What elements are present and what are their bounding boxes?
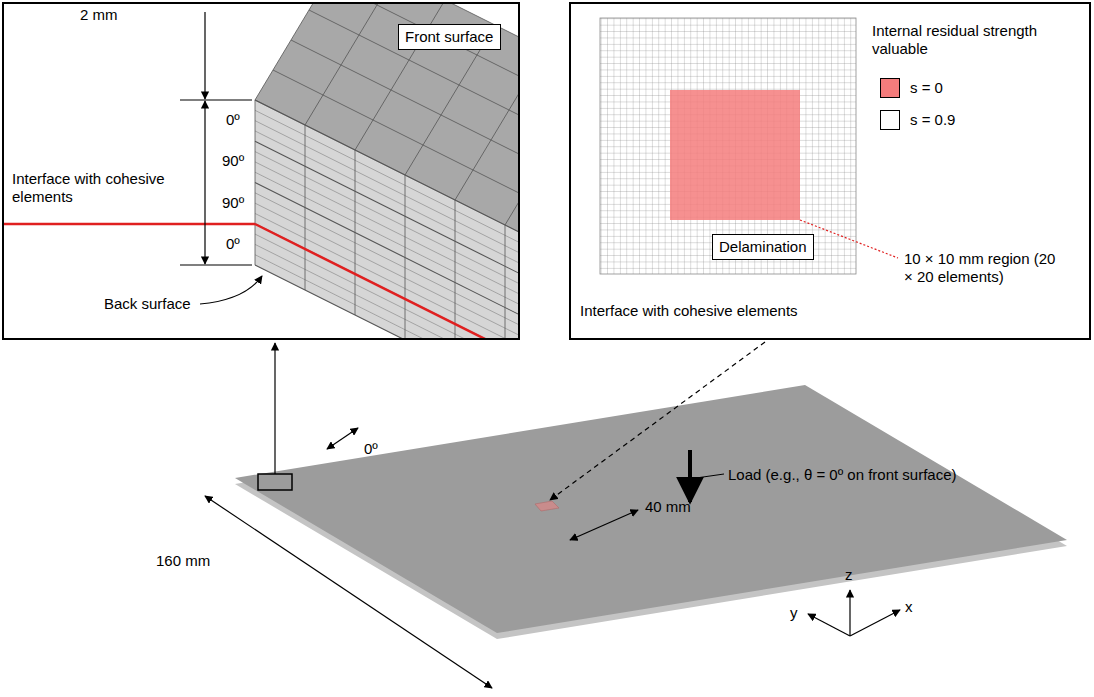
detail-box	[258, 474, 292, 490]
legend-swatch	[880, 110, 900, 130]
dimension-arrow	[570, 510, 638, 540]
mesh-line	[255, 162, 518, 338]
label: 40 mm	[645, 498, 691, 516]
mesh-line	[255, 193, 518, 338]
label-box: Front surface	[398, 24, 501, 50]
label: 160 mm	[156, 552, 210, 570]
label: 10 × 10 mm region (20 × 20 elements)	[904, 250, 1056, 286]
interface-line	[4, 223, 255, 226]
mesh-line	[255, 203, 518, 338]
mesh-line	[255, 244, 518, 338]
label: Interface with cohesive elements	[580, 302, 798, 320]
label: Load (e.g., θ = 0º on front surface)	[728, 466, 957, 484]
mesh-line	[255, 4, 345, 100]
mesh-line	[405, 175, 406, 338]
label: 0º	[226, 235, 240, 253]
label: Back surface	[104, 295, 191, 313]
mesh-line	[255, 183, 518, 339]
mesh-line	[505, 75, 518, 225]
mesh-line	[255, 172, 518, 338]
inset-frame	[570, 3, 1090, 339]
label: Interface with cohesive elements	[12, 170, 182, 206]
legend-text: s = 0	[910, 79, 943, 96]
axes	[808, 590, 900, 636]
label: Internal residual strength valuable	[872, 22, 1072, 58]
load-arrow	[688, 450, 692, 502]
mesh-line	[255, 234, 518, 338]
plate	[235, 385, 1067, 639]
label: z	[845, 566, 853, 584]
label: 0º	[364, 440, 378, 458]
mesh-line	[255, 141, 518, 338]
mesh-line	[255, 213, 518, 338]
label: 90º	[222, 194, 244, 212]
mesh-line	[255, 255, 518, 338]
leader-line	[200, 276, 262, 304]
laminate-block	[4, 4, 518, 338]
dimension-arrow	[205, 496, 492, 688]
mesh-line	[309, 10, 518, 210]
box-text: Front surface	[405, 28, 493, 46]
mesh-line	[327, 4, 518, 180]
mesh-line	[305, 4, 395, 125]
mesh-line	[291, 40, 518, 240]
leader-line	[800, 220, 898, 258]
mesh-line	[455, 50, 518, 200]
mesh-line	[255, 224, 518, 338]
legend-text: s = 0.9	[910, 111, 955, 128]
label: 0º	[226, 111, 240, 129]
direction-arrow	[327, 428, 358, 449]
label: 90º	[222, 152, 244, 170]
box-text: Delamination	[719, 238, 807, 256]
inset-frame	[3, 3, 519, 339]
delamination-region	[670, 90, 800, 220]
mesh-line	[345, 4, 518, 150]
leader-line	[696, 474, 724, 478]
thickness-dimension	[180, 12, 252, 265]
mesh-line	[255, 265, 518, 338]
interface-line	[255, 224, 518, 338]
detail-pointer	[274, 343, 275, 474]
label-box: Delamination	[712, 234, 814, 260]
label: x	[905, 598, 913, 616]
mesh-line	[505, 225, 506, 338]
label: y	[790, 604, 798, 622]
label: 2 mm	[80, 6, 118, 24]
legend-swatch	[880, 78, 900, 98]
cohesive-mesh	[600, 18, 856, 274]
delamination-mark	[535, 501, 559, 511]
